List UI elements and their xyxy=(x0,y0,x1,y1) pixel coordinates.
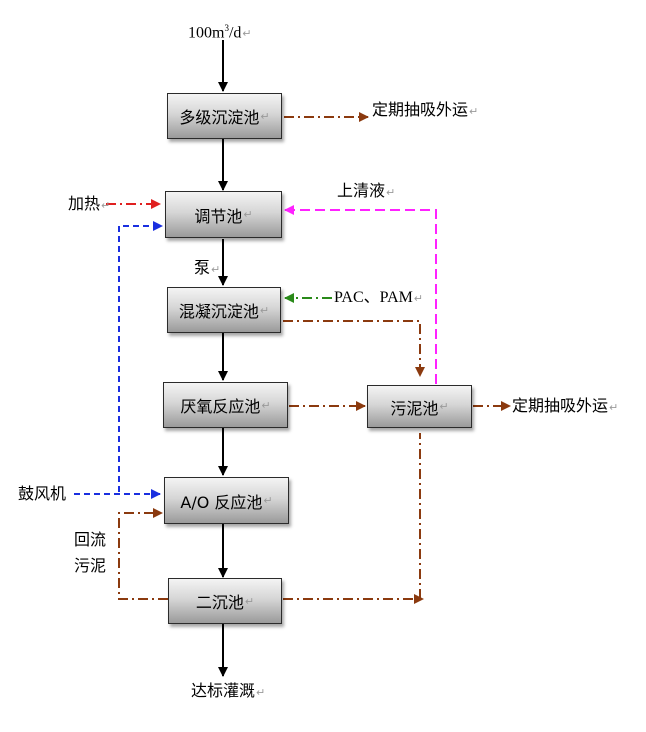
chemicals-text: PAC、PAM xyxy=(334,289,413,306)
multistage-settling-tank: 多级沉淀池↵ xyxy=(167,93,282,139)
heating-text: 加热 xyxy=(68,194,101,213)
heating-label: 加热↵ xyxy=(68,194,111,213)
ao-reaction-tank: A/O 反应池↵ xyxy=(164,477,289,524)
regulating-tank: 调节池↵ xyxy=(165,191,282,238)
supernatant-label: 上清液↵ xyxy=(337,181,396,200)
blower-text: 鼓风机 xyxy=(18,484,67,503)
pump-label: 泵↵ xyxy=(194,258,221,277)
inflow-superscript: 3 xyxy=(224,23,229,33)
ao-reaction-label: A/O 反应池 xyxy=(180,492,263,512)
coagulation-settling-tank: 混凝沉淀池↵ xyxy=(167,287,281,333)
secondary-clarifier: 二沉池↵ xyxy=(168,578,282,624)
regulating-label: 调节池 xyxy=(194,206,243,226)
inflow-label: 100m3/d↵ xyxy=(188,23,252,42)
supernatant-line xyxy=(284,205,437,384)
discharge-label: 达标灌溉↵ xyxy=(191,681,266,700)
return-sludge-text-1: 回流 xyxy=(74,530,107,549)
inflow-value: 100m xyxy=(188,24,225,42)
air-line-up xyxy=(118,221,163,492)
blower-label: 鼓风机 xyxy=(18,484,66,504)
multistage-settling-label: 多级沉淀池 xyxy=(179,108,260,127)
return-sludge-label-2: 污泥 xyxy=(74,556,106,576)
coagulation-settling-label: 混凝沉淀池 xyxy=(178,302,259,321)
external-transport-right-text: 定期抽吸外运 xyxy=(512,396,609,415)
chemicals-label: PAC、PAM↵ xyxy=(334,289,424,306)
return-sludge-label-1: 回流 xyxy=(74,530,106,550)
discharge-text: 达标灌溉 xyxy=(191,681,256,700)
sludge-tank-label: 污泥池 xyxy=(390,398,439,418)
sludge-tank: 污泥池↵ xyxy=(367,385,472,428)
return-sludge-line xyxy=(118,508,168,600)
external-transport-top-text: 定期抽吸外运 xyxy=(372,100,469,119)
anaerobic-tank: 厌氧反应池↵ xyxy=(163,382,288,428)
secondary-clarifier-label: 二沉池 xyxy=(195,593,244,612)
sludge-line-coag xyxy=(283,320,425,377)
pump-text: 泵 xyxy=(194,258,211,277)
inflow-unit: /d xyxy=(228,24,242,42)
supernatant-text: 上清液 xyxy=(337,181,386,200)
external-transport-right-label: 定期抽吸外运↵ xyxy=(512,396,619,415)
return-sludge-text-2: 污泥 xyxy=(74,556,107,575)
external-transport-top-label: 定期抽吸外运↵ xyxy=(372,100,479,119)
anaerobic-label: 厌氧反应池 xyxy=(180,397,261,416)
